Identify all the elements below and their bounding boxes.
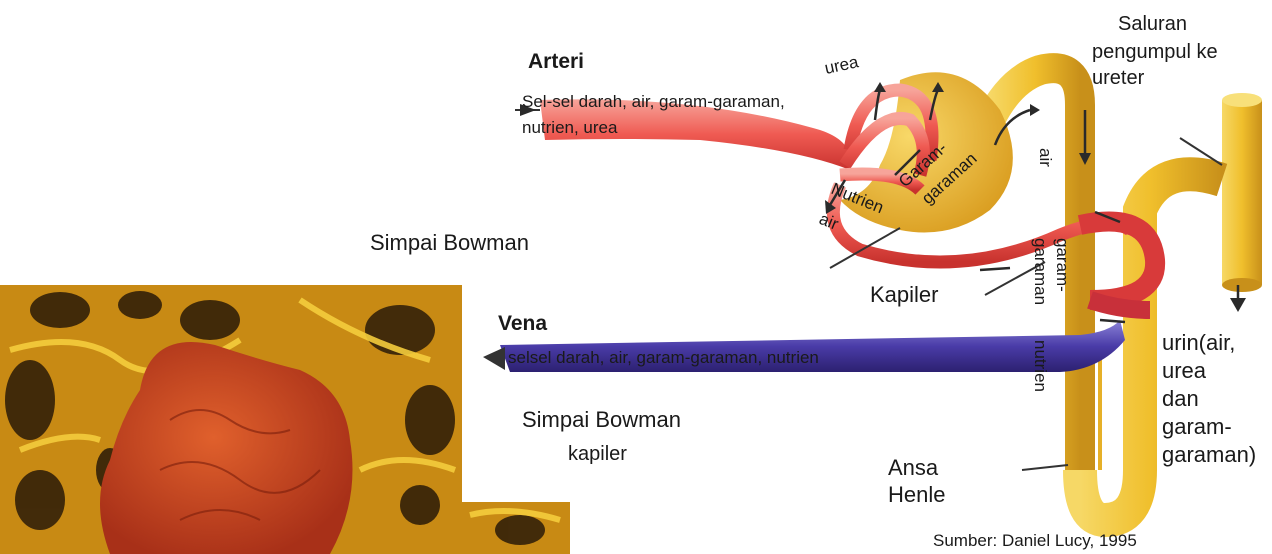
label-saluran-1: Saluran xyxy=(1118,13,1187,35)
artery-vessel xyxy=(540,90,1130,262)
label-arteri: Arteri xyxy=(528,50,584,73)
micrograph-image xyxy=(0,285,570,554)
label-ansa-1: Ansa xyxy=(888,455,939,480)
label-saluran-2: pengumpul ke xyxy=(1092,41,1218,63)
label-vena: Vena xyxy=(498,312,547,335)
label-simpai-bowman-bottom: Simpai Bowman xyxy=(522,407,681,432)
label-vena-contents: selsel darah, air, garam-garaman, nutrie… xyxy=(508,348,819,367)
label-air-tubule: air xyxy=(1036,148,1055,167)
label-urin-4: garam- xyxy=(1162,414,1232,439)
label-urin-5: garaman) xyxy=(1162,442,1256,467)
label-garam-tubule-1: garam- xyxy=(1053,238,1072,292)
label-garam-tubule-2: garaman xyxy=(1031,238,1050,305)
label-arteri-contents-2: nutrien, urea xyxy=(522,118,618,137)
label-kapiler-upper: Kapiler xyxy=(870,282,938,307)
label-urea: urea xyxy=(823,52,861,78)
label-nutrien-tubule: nutrien xyxy=(1031,340,1050,392)
label-urin-1: urin(air, xyxy=(1162,330,1235,355)
label-urin-3: dan xyxy=(1162,386,1199,411)
label-ansa-2: Henle xyxy=(888,482,945,507)
label-kapiler-lower: kapiler xyxy=(568,443,627,465)
label-urin-2: urea xyxy=(1162,358,1207,383)
label-saluran-3: ureter xyxy=(1092,67,1145,89)
label-arteri-contents-1: Sel-sel darah, air, garam-garaman, xyxy=(522,92,785,111)
label-simpai-bowman-top: Simpai Bowman xyxy=(370,230,529,255)
label-source: Sumber: Daniel Lucy, 1995 xyxy=(933,531,1137,550)
